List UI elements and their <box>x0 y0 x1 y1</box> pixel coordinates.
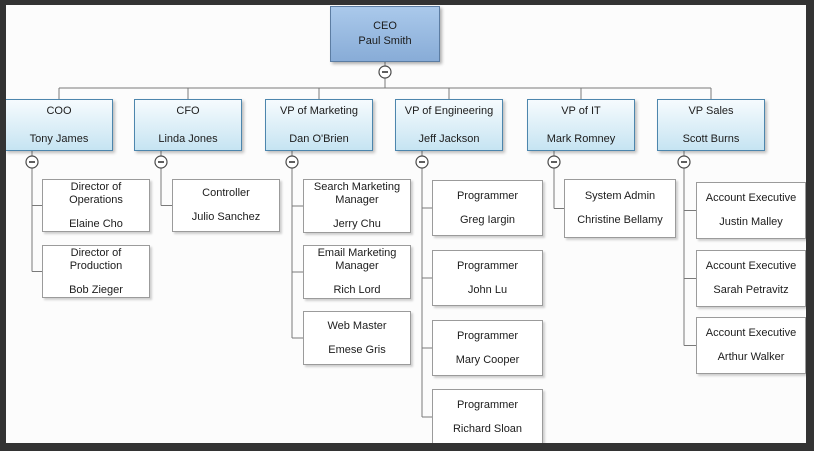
node-name: Tony James <box>29 132 89 145</box>
node-name: Justin Malley <box>719 216 783 228</box>
node-name: Rich Lord <box>333 284 381 296</box>
node-title: Director of Operations <box>69 180 123 206</box>
node-title: Search Marketing Manager <box>313 181 401 206</box>
node-name: Emese Gris <box>328 343 386 356</box>
node-title: VP of Engineering <box>404 104 494 117</box>
node-name: Greg Iargin <box>459 213 516 226</box>
node-name: Sarah Petravitz <box>713 284 789 296</box>
org-node-ceo[interactable]: CEO Paul Smith <box>330 6 440 62</box>
node-title: Programmer <box>456 259 519 272</box>
node-title: VP of IT <box>561 104 601 117</box>
org-node-vp-of-it[interactable]: VP of IT Mark Romney <box>527 99 635 151</box>
node-name: Paul Smith <box>358 35 412 47</box>
node-title: Account Executive <box>705 327 797 339</box>
node-name: Arthur Walker <box>717 351 785 363</box>
org-node-cfo[interactable]: CFO Linda Jones <box>134 99 242 151</box>
node-name: Jeff Jackson <box>418 132 480 145</box>
node-title: Director of Production <box>69 246 123 272</box>
node-title: CFO <box>176 104 200 117</box>
org-node-coo[interactable]: COO Tony James <box>5 99 113 151</box>
node-name: Richard Sloan <box>452 422 523 435</box>
node-name: John Lu <box>467 283 508 296</box>
collapse-button-ceo[interactable] <box>378 65 392 79</box>
collapse-button-vp-sales[interactable] <box>677 155 691 169</box>
node-title: Account Executive <box>705 192 797 204</box>
node-title: CEO <box>373 20 397 32</box>
node-title: Account Executive <box>705 260 797 272</box>
node-name: Christine Bellamy <box>577 214 663 226</box>
node-name: Bob Zieger <box>69 283 123 296</box>
node-name: Dan O'Brien <box>289 132 349 145</box>
node-title: Email Marketing Manager <box>317 247 397 272</box>
node-name: Elaine Cho <box>69 217 123 230</box>
collapse-button-vp-of-it[interactable] <box>547 155 561 169</box>
node-name: Mary Cooper <box>455 353 520 366</box>
collapse-button-cfo[interactable] <box>154 155 168 169</box>
node-title: Programmer <box>456 398 519 411</box>
node-name: Julio Sanchez <box>191 211 261 223</box>
node-title: Controller <box>202 187 250 199</box>
node-title: VP Sales <box>688 104 734 117</box>
node-title: Programmer <box>456 189 519 202</box>
node-title: Web Master <box>327 319 387 332</box>
node-name: Scott Burns <box>682 132 740 145</box>
node-title: COO <box>46 104 72 117</box>
node-name: Jerry Chu <box>333 218 381 230</box>
node-title: VP of Marketing <box>279 104 359 117</box>
collapse-button-vp-of-engineering[interactable] <box>415 155 429 169</box>
collapse-button-coo[interactable] <box>25 155 39 169</box>
node-title: System Admin <box>584 190 656 202</box>
node-name: Mark Romney <box>546 132 616 145</box>
collapse-button-vp-of-marketing[interactable] <box>285 155 299 169</box>
node-name: Linda Jones <box>158 132 218 145</box>
node-title: Programmer <box>456 329 519 342</box>
